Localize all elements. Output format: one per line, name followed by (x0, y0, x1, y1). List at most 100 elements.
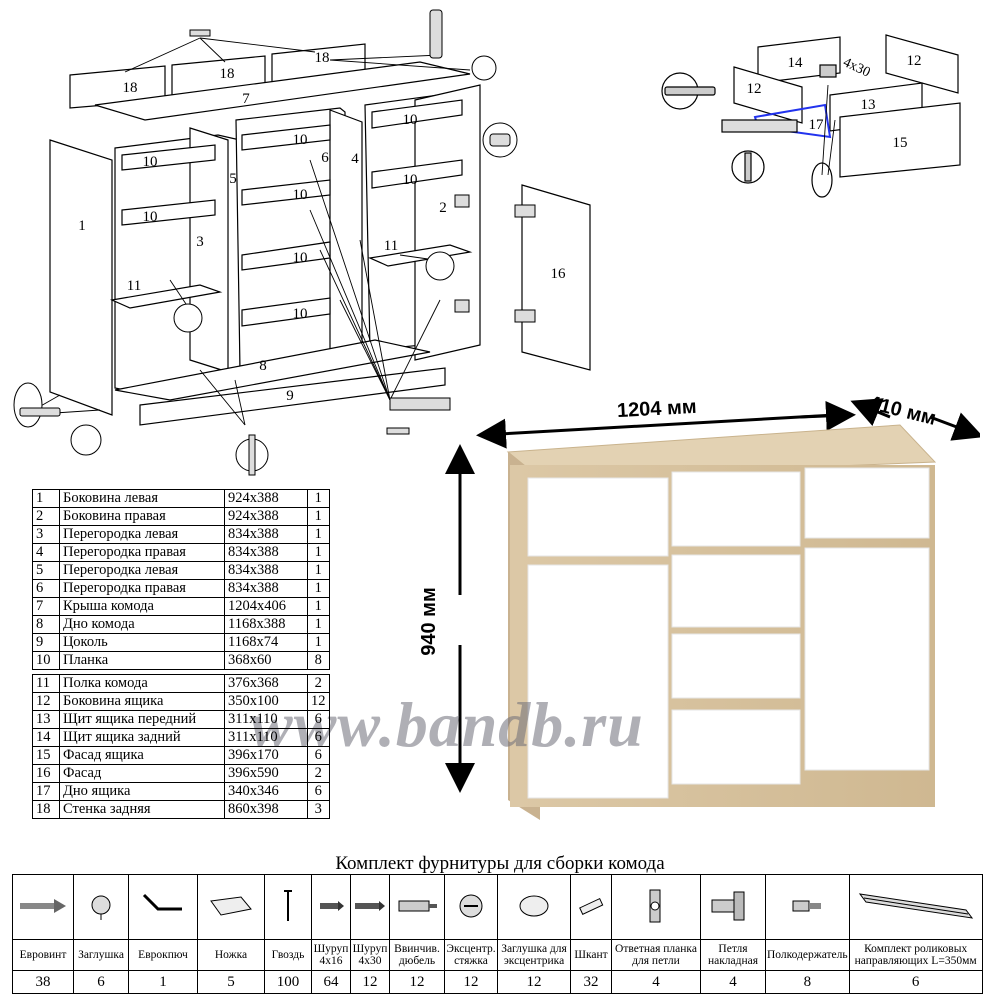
kit-item-qty: 6 (848, 970, 983, 994)
part-dim: 376x368 (224, 674, 308, 693)
kit-item-qty: 4 (700, 970, 766, 994)
part-dim: 860x398 (224, 800, 308, 819)
kit-item-label: Ввинчив. дюбель (389, 939, 445, 971)
part-label: 11 (127, 278, 141, 294)
shelf-pin-detail-icon (425, 251, 455, 281)
part-num: 5 (32, 561, 60, 580)
kit-item-label: Ответная планка для петли (611, 939, 701, 971)
nail-icon (264, 874, 312, 940)
roof-panel (94, 61, 471, 121)
part-label: 2 (439, 200, 447, 216)
part-dim: 396x170 (224, 746, 308, 765)
drawer-facade-15 (839, 102, 961, 178)
part-label: 10 (293, 306, 308, 322)
part-label: 9 (286, 388, 294, 404)
cap-icon (73, 874, 129, 940)
part-label: 10 (293, 132, 308, 148)
strip-10 (371, 159, 463, 189)
foot-icon (197, 874, 265, 940)
part-qty: 6 (307, 746, 330, 765)
part-name: Фасад (59, 764, 225, 783)
screw-long-icon (350, 874, 390, 940)
part-qty: 6 (307, 710, 330, 729)
hinge-icon (514, 204, 536, 218)
kit-item-qty: 100 (264, 970, 312, 994)
part-label: 6 (321, 150, 329, 166)
part-dim: 368x60 (224, 651, 308, 670)
part-num: 11 (32, 674, 60, 693)
part-label: 16 (551, 266, 567, 282)
part-name: Дно ящика (59, 782, 225, 801)
screw-detail-icon (386, 427, 410, 435)
foot-detail-icon (70, 424, 102, 456)
part-dim: 340x346 (224, 782, 308, 801)
shelf-pin-detail-icon (173, 303, 203, 333)
part-dim: 834x388 (224, 579, 308, 598)
part-name: Перегородка правая (59, 579, 225, 598)
part-num: 18 (32, 800, 60, 819)
part-num: 3 (32, 525, 60, 544)
part-num: 16 (32, 764, 60, 783)
strip-10 (121, 144, 216, 171)
cam-lock-icon (471, 55, 497, 81)
strip-10 (241, 297, 331, 327)
kit-item-qty: 32 (570, 970, 612, 994)
drawer-side-12 (733, 66, 803, 124)
part-dim: 396x590 (224, 764, 308, 783)
part-qty: 1 (307, 561, 330, 580)
part-dim: 924x388 (224, 489, 308, 508)
part-num: 13 (32, 710, 60, 729)
rail-detail-icon (389, 397, 451, 411)
kit-title: Комплект фурнитуры для сборки комода (335, 853, 665, 874)
kit-item-label: Комплект роликовых направляющих L=350мм (848, 939, 983, 971)
part-label: 7 (242, 91, 250, 107)
width-dimension: 1204 мм (616, 395, 698, 423)
part-qty: 3 (307, 800, 330, 819)
kit-item-label: Шуруп 4x16 (311, 939, 351, 971)
part-label: 8 (259, 358, 267, 374)
kit-item-label: Еврокпюч (128, 939, 198, 971)
part-label: 18 (123, 80, 138, 96)
kit-item-qty: 12 (350, 970, 390, 994)
rail-icon (848, 874, 983, 940)
part-num: 6 (32, 579, 60, 598)
hinge-icon (514, 309, 536, 323)
kit-item-label: Заглушка (73, 939, 129, 971)
part-qty: 2 (307, 674, 330, 693)
kit-item-label: Шкант (570, 939, 612, 971)
nail-detail-icon (811, 162, 833, 198)
part-name: Щит ящика передний (59, 710, 225, 729)
dowel-screw-icon (429, 9, 443, 59)
kit-item-qty: 38 (12, 970, 74, 994)
part-qty: 8 (307, 651, 330, 670)
part-name: Щит ящика задний (59, 728, 225, 747)
shelf-pin-icon (765, 874, 850, 940)
part-dim: 311x110 (224, 710, 308, 729)
part-num: 9 (32, 633, 60, 652)
part-dim: 1168x74 (224, 633, 308, 652)
bottom-panel (114, 339, 431, 401)
part-name: Боковина правая (59, 507, 225, 526)
kit-item-qty: 8 (765, 970, 850, 994)
part-label: 1 (78, 218, 86, 234)
part-label: 10 (143, 209, 158, 225)
part-num: 7 (32, 597, 60, 616)
part-qty: 1 (307, 507, 330, 526)
strip-10 (121, 199, 216, 226)
part-qty: 1 (307, 579, 330, 598)
part-name: Фасад ящика (59, 746, 225, 765)
kit-item-qty: 5 (197, 970, 265, 994)
part-label: 18 (315, 50, 330, 66)
part-name: Планка (59, 651, 225, 670)
part-num: 8 (32, 615, 60, 634)
door-panel (521, 184, 591, 371)
part-qty: 2 (307, 764, 330, 783)
kit-item-qty: 12 (389, 970, 445, 994)
